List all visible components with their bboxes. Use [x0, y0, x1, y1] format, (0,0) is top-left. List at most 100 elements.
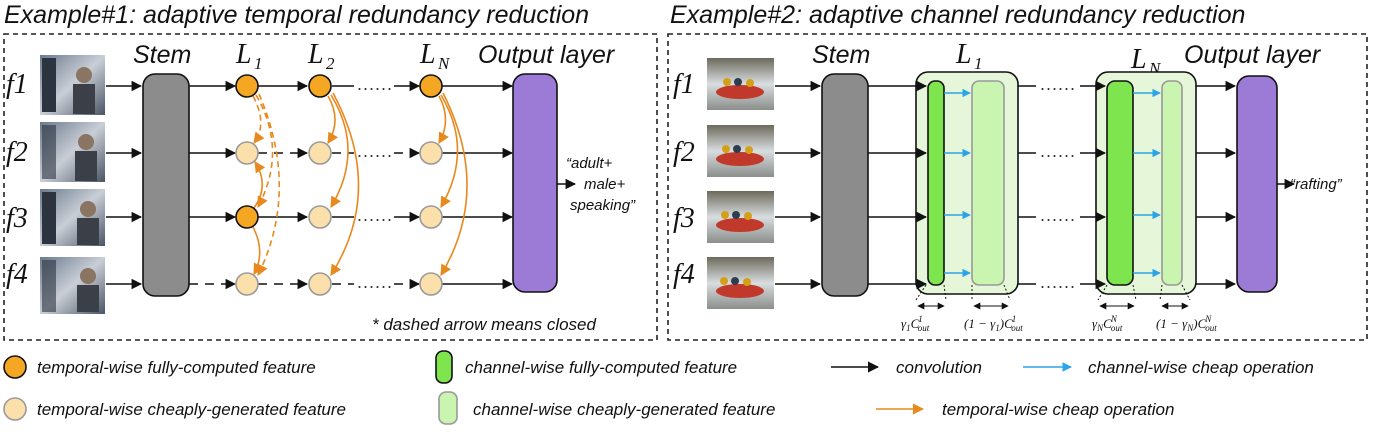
panel1-stem-block [142, 73, 190, 297]
frame-label-f1: f1 [673, 69, 695, 100]
frame-label-f1: f1 [6, 69, 28, 100]
svg-text:1: 1 [254, 54, 263, 73]
svg-text:L: L [1130, 44, 1147, 75]
legend-temporal-full-label: temporal-wise fully-computed feature [37, 358, 316, 377]
legend-channel-full-swatch [435, 350, 453, 384]
temporal-full-node [235, 205, 259, 229]
frame-label-f2: f2 [6, 137, 28, 168]
svg-text:2: 2 [326, 54, 335, 73]
panel2-output-label: Output layer [1184, 41, 1322, 69]
temporal-cheap-node [419, 205, 443, 229]
legend-temporal-cheap-label: temporal-wise cheaply-generated feature [37, 400, 346, 419]
prediction-line-1: “adult+ [566, 155, 613, 172]
panel2-title: Example#2: adaptive channel redundancy r… [670, 1, 1245, 29]
panel1-output-label: Output layer [478, 41, 616, 69]
panel1-title: Example#1: adaptive temporal redundancy … [4, 1, 589, 29]
panel2-output-block [1236, 75, 1278, 293]
ellipsis: ...... [1040, 205, 1076, 225]
layer-label-ln: L N [419, 39, 451, 73]
temporal-cheap-node [308, 141, 332, 165]
temporal-cheap-arrow [253, 161, 266, 209]
panel2-stem-block [821, 73, 869, 297]
frame-label-f4: f4 [673, 259, 695, 290]
temporal-cheap-arrow-closed [257, 93, 281, 277]
legend-channel-op-label: channel-wise cheap operation [1088, 358, 1314, 377]
temporal-cheap-node [308, 272, 332, 296]
svg-text:1: 1 [974, 54, 983, 73]
temporal-cheap-arrow [330, 92, 360, 276]
panel2-frame [667, 33, 1368, 341]
temporal-cheap-node [308, 205, 332, 229]
ellipsis: ...... [1040, 141, 1076, 161]
temporal-full-node [419, 74, 443, 98]
legend-temporal-op-label: temporal-wise cheap operation [942, 400, 1174, 419]
temporal-full-node [235, 74, 259, 98]
legend: temporal-wise fully-computed feature tem… [3, 350, 1314, 425]
svg-text:L: L [235, 39, 252, 70]
temporal-full-node [308, 74, 332, 98]
panel1-stem-label: Stem [133, 41, 191, 69]
frame-thumbnail-f1 [707, 58, 774, 110]
legend-convolution-label: convolution [896, 358, 982, 377]
frame-thumbnail-f2 [40, 122, 105, 182]
channel-cheap-block [971, 80, 1005, 286]
temporal-cheap-arrow [438, 95, 449, 144]
dashed-arrow-note: * dashed arrow means closed [372, 315, 597, 334]
layer-label-l1: L 1 [235, 39, 263, 73]
ellipsis: ...... [357, 205, 393, 225]
temporal-cheap-arrow [252, 226, 264, 275]
frame-label-f2: f2 [673, 137, 695, 168]
frame-thumbnail-f4 [40, 257, 105, 314]
frame-thumbnail-f1 [40, 55, 105, 115]
layer-label-l2: L 2 [307, 39, 335, 73]
svg-text:L: L [955, 39, 972, 70]
width-indicator-ln [1097, 284, 1191, 310]
temporal-cheap-node [419, 141, 443, 165]
frame-label-f4: f4 [6, 259, 28, 290]
temporal-cheap-arrow [327, 95, 339, 144]
frame-thumbnail-f3 [707, 191, 774, 243]
temporal-cheap-arrow-closed [252, 95, 265, 144]
legend-temporal-cheap-swatch [3, 397, 27, 421]
legend-channel-cheap-label: channel-wise cheaply-generated feature [473, 400, 775, 419]
temporal-cheap-node [235, 141, 259, 165]
temporal-cheap-node [419, 272, 443, 296]
prediction-line-2: male+ [584, 176, 626, 193]
temporal-cheap-arrow [440, 94, 459, 208]
ellipsis: ...... [1040, 74, 1076, 94]
prediction-label: “rafting” [1290, 176, 1343, 193]
frame-thumbnail-f2 [707, 125, 774, 177]
frame-label-f3: f3 [6, 203, 28, 234]
temporal-cheap-node [235, 272, 259, 296]
panel1-output-block [512, 73, 558, 293]
panel2-stem-label: Stem [812, 41, 870, 69]
temporal-cheap-arrow [440, 92, 468, 276]
frame-thumbnail-f4 [707, 257, 774, 309]
width-indicator-l1 [915, 284, 1011, 310]
svg-text:N: N [437, 54, 451, 73]
ellipsis: ...... [357, 141, 393, 161]
frame-thumbnail-f3 [40, 189, 105, 246]
panel1-frame [3, 33, 658, 341]
prediction-line-3: speaking” [570, 197, 636, 214]
ellipsis: ...... [357, 74, 393, 94]
channel-full-block [927, 80, 945, 286]
svg-text:L: L [307, 39, 324, 70]
legend-channel-full-label: channel-wise fully-computed feature [465, 358, 737, 377]
channel-full-block [1106, 80, 1134, 286]
temporal-cheap-arrow [330, 94, 349, 208]
channel-cheap-block [1161, 80, 1183, 286]
layer-label-l1: L 1 [955, 39, 983, 73]
legend-channel-cheap-swatch [438, 391, 458, 425]
temporal-cheap-arrow-closed [255, 94, 274, 208]
frame-label-f3: f3 [673, 203, 695, 234]
ellipsis: ...... [1040, 272, 1076, 292]
legend-temporal-full-swatch [3, 355, 27, 379]
ellipsis: ...... [357, 272, 393, 292]
svg-text:L: L [419, 39, 436, 70]
